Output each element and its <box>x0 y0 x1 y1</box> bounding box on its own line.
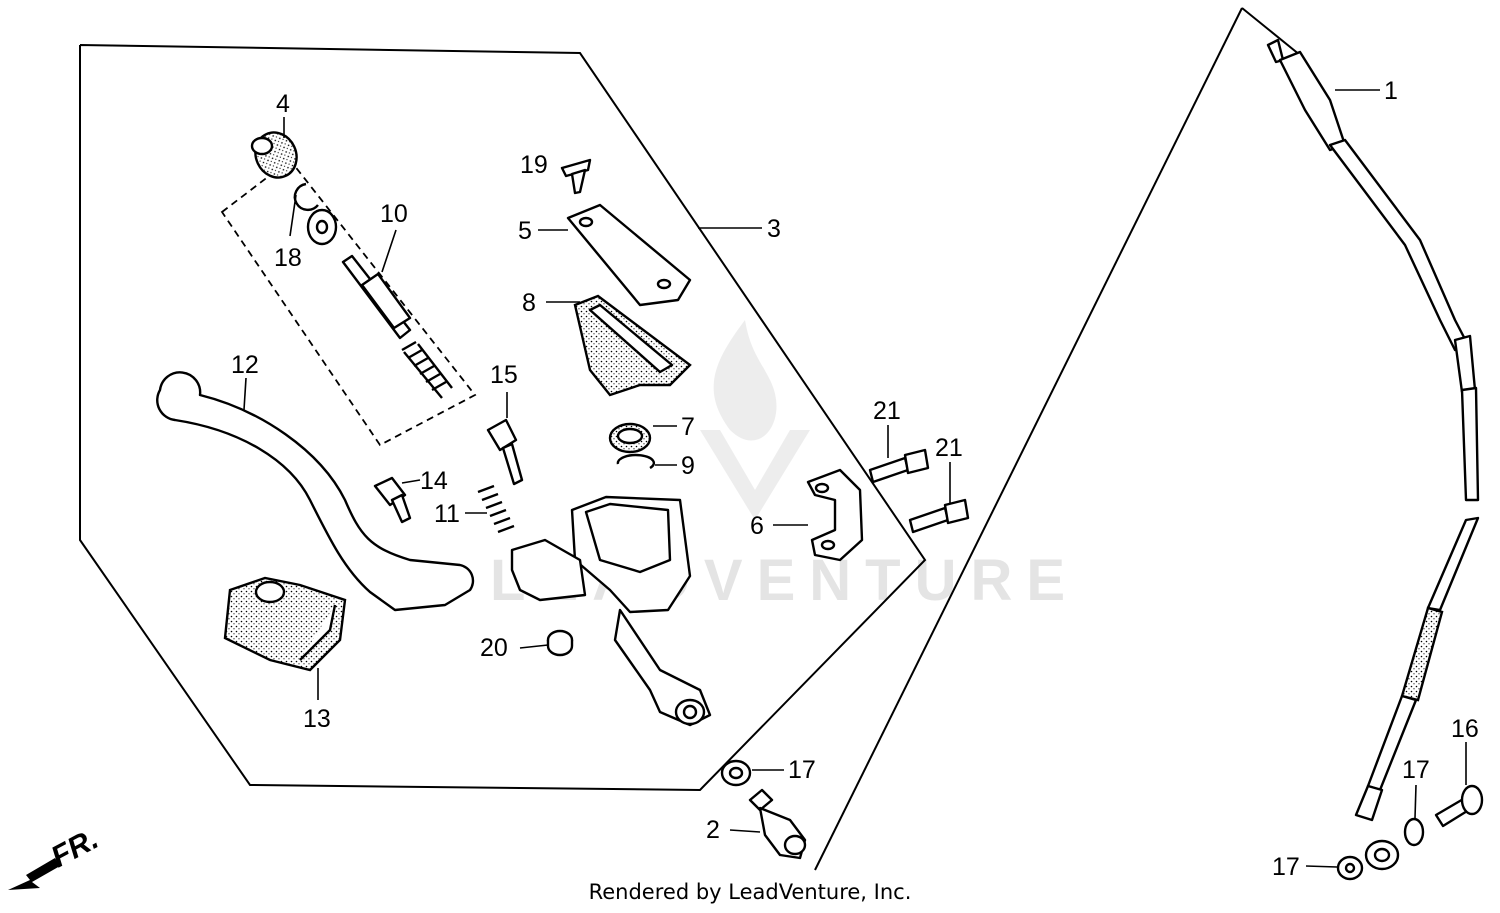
callout-7: 7 <box>681 413 695 441</box>
lever-cover <box>223 576 347 672</box>
callout-6: 6 <box>750 512 764 540</box>
master-cylinder-body <box>510 495 712 727</box>
callout-8: 8 <box>522 289 536 317</box>
callout-2: 2 <box>706 816 720 844</box>
watermark-logo <box>700 320 810 520</box>
render-credit: Rendered by LeadVenture, Inc. <box>588 880 912 904</box>
assembly-boundary <box>79 44 927 792</box>
piston-kit-outline <box>220 158 477 447</box>
callout-19: 19 <box>520 151 548 179</box>
callout-18: 18 <box>274 244 302 272</box>
reservoir-bolt <box>546 629 574 657</box>
sealing-washer-17-left <box>720 759 752 787</box>
banjo-bolt <box>748 788 807 860</box>
callout-10: 10 <box>380 200 408 228</box>
pivot-nut <box>373 476 412 524</box>
callout-3: 3 <box>767 215 781 243</box>
callout-21-lower: 21 <box>935 434 963 462</box>
circlip <box>293 182 319 212</box>
callout-17-bottom: 17 <box>1272 853 1300 881</box>
callout-11: 11 <box>434 500 460 528</box>
callout-21-upper: 21 <box>873 397 901 425</box>
front-direction-arrow-icon <box>8 858 60 890</box>
push-rod-spring <box>477 484 515 534</box>
callout-16: 16 <box>1451 715 1479 743</box>
callout-17-left: 17 <box>788 756 816 784</box>
lever-pivot-bolt <box>486 418 524 486</box>
dust-boot <box>250 131 298 179</box>
reservoir-cover <box>566 203 692 307</box>
callout-9: 9 <box>681 452 695 480</box>
callout-17-right: 17 <box>1402 756 1430 784</box>
cover-screw <box>560 158 592 195</box>
sealing-washer-17-bottom <box>1336 855 1364 881</box>
sealing-washer-17-right <box>1403 817 1425 847</box>
callout-1: 1 <box>1384 77 1398 105</box>
cable-boundary <box>814 7 1243 871</box>
brake-lever <box>156 371 475 612</box>
callout-5: 5 <box>518 217 532 245</box>
callout-14: 14 <box>420 467 448 495</box>
callout-20: 20 <box>480 634 508 662</box>
brake-hose <box>1266 38 1480 871</box>
callout-13: 13 <box>303 705 331 733</box>
holder-bolt-upper <box>868 448 930 484</box>
piston <box>341 254 412 340</box>
diaphragm <box>573 294 692 397</box>
piston-spring <box>401 340 453 399</box>
leader-lines <box>243 89 1467 868</box>
callout-15: 15 <box>490 361 518 389</box>
holder-bolt-lower <box>908 498 970 534</box>
float-clip <box>616 453 656 470</box>
reservoir-float <box>608 422 652 454</box>
banjo-bolt-16 <box>1434 784 1484 828</box>
callout-4: 4 <box>276 90 290 118</box>
master-cylinder-holder <box>806 468 864 562</box>
callout-12: 12 <box>231 351 259 379</box>
piston-washer <box>306 208 338 246</box>
